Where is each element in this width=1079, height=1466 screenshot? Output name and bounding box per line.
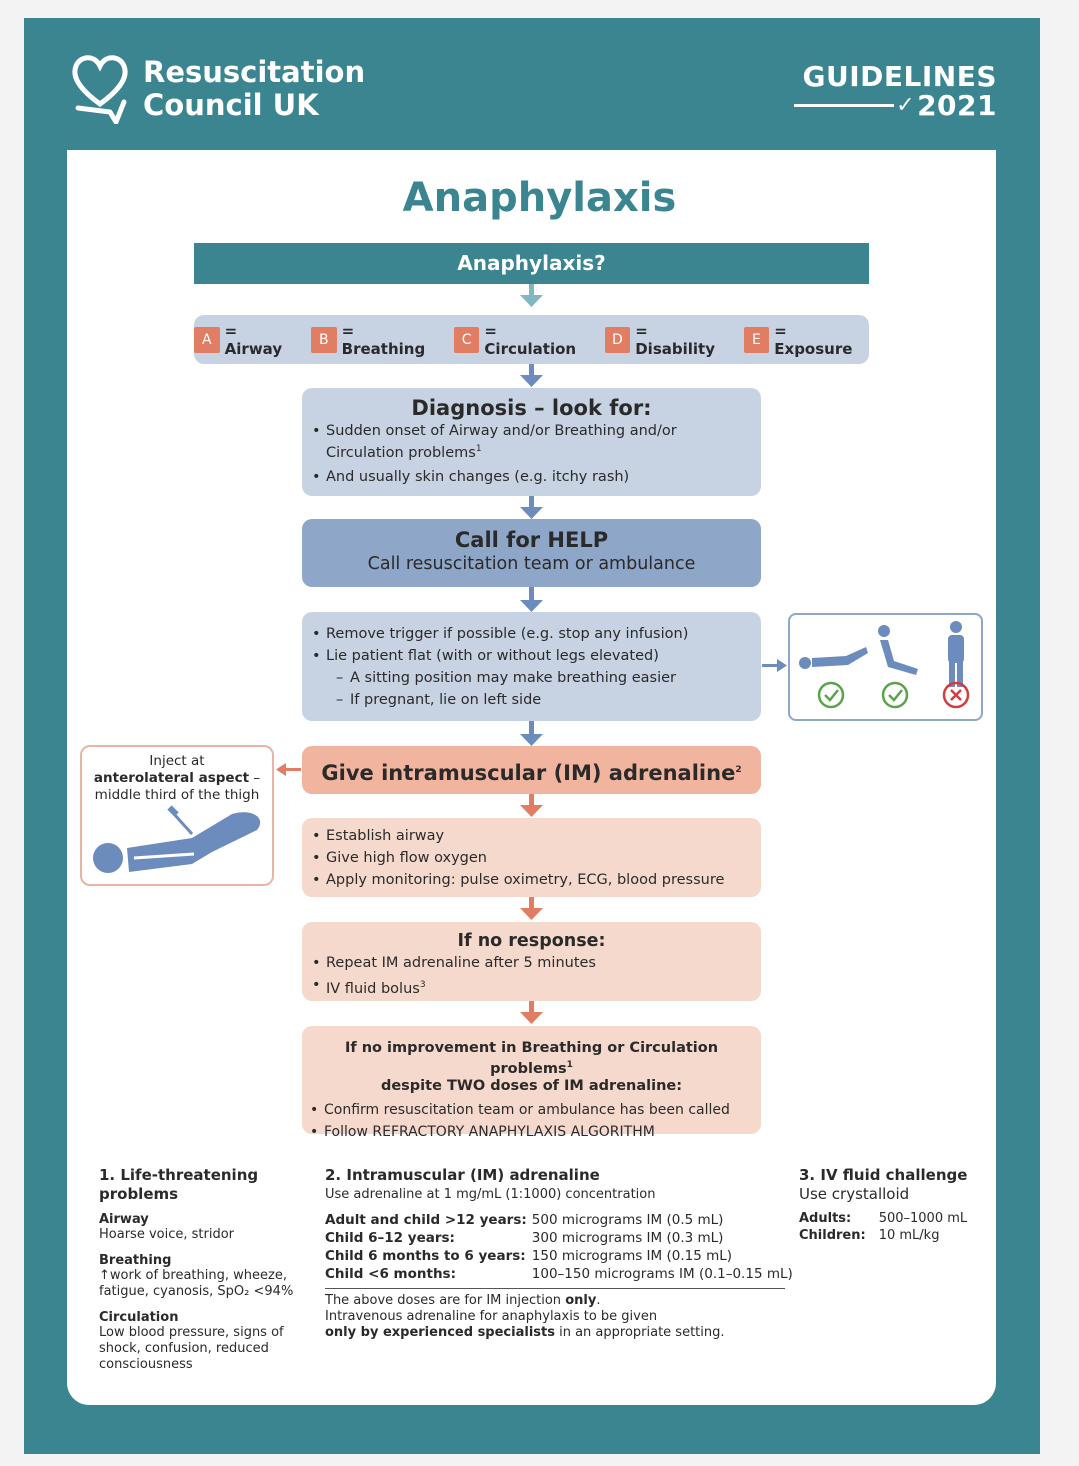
call-help-box: Call for HELP Call resuscitation team or… xyxy=(302,519,761,587)
footnote-subtitle: Use crystalloid xyxy=(799,1185,910,1203)
abcde-bar: A= Airway B= Breathing C= Circulation D=… xyxy=(194,315,869,364)
diagnosis-item: Sudden onset of Airway and/or Breathing … xyxy=(312,422,751,462)
no-response-item: IV fluid bolus3 xyxy=(312,974,751,1000)
footnote-text: ↑work of breathing, wheeze, fatigue, cya… xyxy=(99,1268,294,1299)
footnote-ref: 2 xyxy=(735,765,742,775)
inject-line2: anterolateral aspect – xyxy=(93,770,261,786)
abcde-item-circulation: C= Circulation xyxy=(453,321,593,358)
guidelines-label: GUIDELINES xyxy=(802,60,997,93)
dose-table: Adult and child >12 years:500 micrograms… xyxy=(325,1211,794,1283)
no-response-item: Repeat IM adrenaline after 5 minutes xyxy=(312,952,751,974)
letter-badge: D xyxy=(604,326,631,353)
remove-trigger-box: Remove trigger if possible (e.g. stop an… xyxy=(302,612,761,721)
abcde-item-airway: A= Airway xyxy=(194,322,299,358)
abcde-label: = Airway xyxy=(224,321,283,358)
abcde-label: = Exposure xyxy=(774,321,853,358)
abcde-item-disability: D= Disability xyxy=(604,321,732,358)
sitting-icon xyxy=(878,625,918,675)
dose-note: The above doses are for IM injection onl… xyxy=(325,1293,725,1340)
no-improvement-title: If no improvement in Breathing or Circul… xyxy=(344,1040,719,1094)
table-row: Adult and child >12 years:500 micrograms… xyxy=(325,1212,724,1228)
establish-box: Establish airway Give high flow oxygen A… xyxy=(302,818,761,897)
inject-line1: Inject at xyxy=(149,753,205,769)
diagnosis-item: And usually skin changes (e.g. itchy ras… xyxy=(312,466,751,488)
org-line1: Resuscitation xyxy=(143,55,366,89)
letter-badge: A xyxy=(194,326,220,353)
abcde-item-exposure: E= Exposure xyxy=(743,321,869,358)
divider xyxy=(325,1288,785,1289)
positions-illustration xyxy=(799,621,970,709)
no-improvement-item: Confirm resuscitation team or ambulance … xyxy=(310,1099,753,1121)
footnote-title: 1. Life-threatening problems xyxy=(99,1166,259,1203)
standing-icon xyxy=(948,621,964,687)
underline-decoration xyxy=(794,104,895,107)
footnote-title: 2. Intramuscular (IM) adrenaline xyxy=(325,1166,600,1184)
footnote-text: Hoarse voice, stridor xyxy=(99,1227,234,1242)
guidelines-badge: GUIDELINES ✓ 2021 xyxy=(794,62,997,120)
guidelines-year: 2021 xyxy=(917,89,997,122)
footnote-heading: Breathing xyxy=(99,1253,172,1268)
no-improvement-box: If no improvement in Breathing or Circul… xyxy=(302,1026,761,1143)
abcde-label: = Breathing xyxy=(341,321,426,358)
check-icon xyxy=(817,681,845,709)
footnote-iv-fluid: 3. IV fluid challenge Use crystalloid Ad… xyxy=(799,1166,979,1244)
inject-line3: middle third of the thigh xyxy=(94,787,260,803)
no-response-box: If no response: Repeat IM adrenaline aft… xyxy=(302,922,761,1001)
establish-item: Establish airway xyxy=(312,825,751,847)
footnote-title: 3. IV fluid challenge xyxy=(799,1166,968,1184)
heart-logo-icon xyxy=(72,55,128,124)
org-name: Resuscitation Council UK xyxy=(143,56,365,122)
no-improvement-item: Follow REFRACTORY ANAPHYLAXIS ALGORITHM xyxy=(310,1121,753,1143)
table-row: Adults:500–1000 mL xyxy=(799,1211,968,1226)
no-response-title: If no response: xyxy=(457,931,606,951)
footnote-subtitle: Use adrenaline at 1 mg/mL (1:1000) conce… xyxy=(325,1187,656,1202)
table-row: Children:10 mL/kg xyxy=(799,1228,940,1243)
footnote-heading: Circulation xyxy=(99,1310,179,1325)
abcde-item-breathing: B= Breathing xyxy=(310,321,442,358)
cross-icon xyxy=(942,681,970,709)
footnote-text: Low blood pressure, signs of shock, conf… xyxy=(99,1325,284,1372)
fluid-table: Adults:500–1000 mL Children:10 mL/kg xyxy=(799,1210,968,1244)
anaphylaxis-question: Anaphylaxis? xyxy=(194,243,869,284)
letter-badge: C xyxy=(453,326,480,353)
footnote-im-adrenaline: 2. Intramuscular (IM) adrenaline Use adr… xyxy=(325,1166,793,1341)
footnote-heading: Airway xyxy=(99,1212,149,1227)
adrenaline-title: Give intramuscular (IM) adrenaline xyxy=(321,761,736,785)
letter-badge: E xyxy=(743,326,770,353)
abcde-label: = Disability xyxy=(635,321,715,358)
table-row: Child <6 months:100–150 micrograms IM (0… xyxy=(325,1266,793,1282)
abcde-label: = Circulation xyxy=(484,321,577,358)
table-row: Child 6–12 years:300 micrograms IM (0.3 … xyxy=(325,1230,724,1246)
diagnosis-box: Diagnosis – look for: Sudden onset of Ai… xyxy=(302,388,761,496)
letter-badge: B xyxy=(310,326,337,353)
tick-icon: ✓ xyxy=(896,93,916,118)
footnote-life-threatening: 1. Life-threatening problems Airway Hoar… xyxy=(99,1166,299,1373)
adrenaline-box: Give intramuscular (IM) adrenaline2 xyxy=(302,746,761,794)
establish-item: Apply monitoring: pulse oximetry, ECG, b… xyxy=(312,869,751,891)
thigh-injection-icon xyxy=(93,805,261,873)
call-help-subtitle: Call resuscitation team or ambulance xyxy=(367,554,696,574)
establish-item: Give high flow oxygen xyxy=(312,847,751,869)
page-title: Anaphylaxis xyxy=(402,175,677,221)
call-help-title: Call for HELP xyxy=(454,528,609,552)
diagnosis-title: Diagnosis – look for: xyxy=(411,396,652,420)
check-icon xyxy=(881,681,909,709)
org-line2: Council UK xyxy=(143,88,319,122)
trigger-subitem: A sitting position may make breathing ea… xyxy=(312,667,751,689)
lying-flat-icon xyxy=(799,647,868,669)
trigger-item: Lie patient flat (with or without legs e… xyxy=(312,645,751,667)
trigger-subitem: If pregnant, lie on left side xyxy=(312,689,751,711)
table-row: Child 6 months to 6 years:150 micrograms… xyxy=(325,1248,733,1264)
trigger-item: Remove trigger if possible (e.g. stop an… xyxy=(312,623,751,645)
